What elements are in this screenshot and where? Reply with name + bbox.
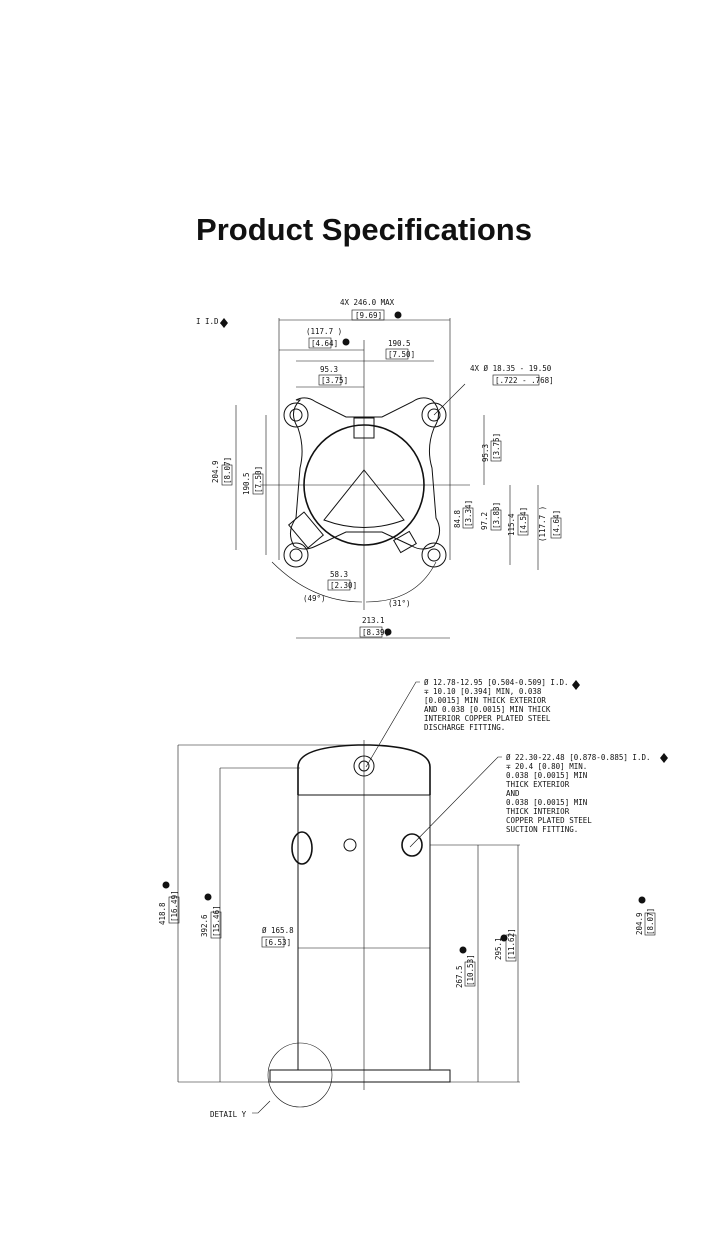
- dim-label: [8.07]: [223, 457, 232, 484]
- dim-label: 190.5: [242, 472, 251, 495]
- diamond-icon: [220, 318, 228, 328]
- dim-label: [3.83]: [492, 502, 501, 529]
- svg-text:INTERIOR COPPER PLATED STEEL: INTERIOR COPPER PLATED STEEL: [424, 714, 551, 723]
- dim-label: 392.6: [200, 914, 209, 937]
- svg-text:DISCHARGE FITTING.: DISCHARGE FITTING.: [424, 723, 505, 732]
- dim-label: [7.50]: [254, 466, 263, 493]
- dim-label: 190.5: [388, 339, 411, 348]
- svg-text:SUCTION FITTING.: SUCTION FITTING.: [506, 825, 578, 834]
- dim-label: [9.69]: [355, 311, 382, 320]
- dim-label: [2.30]: [330, 581, 357, 590]
- diamond-icon: [572, 680, 580, 690]
- diamond-icon: [660, 753, 668, 763]
- dim-label: (31°): [388, 599, 411, 608]
- dim-label: [.722 - .768]: [495, 376, 554, 385]
- detail-label: DETAIL Y: [210, 1110, 247, 1119]
- dim-label: [15.46]: [212, 905, 221, 937]
- svg-text:THICK INTERIOR: THICK INTERIOR: [506, 807, 570, 816]
- dim-label: [10.53]: [466, 954, 475, 986]
- dim-label: 95.3: [320, 365, 338, 374]
- datum-icon: [394, 311, 402, 319]
- dim-label: [4.64]: [311, 339, 338, 348]
- svg-text:∓ 10.10 [0.394] MIN, 0.038: ∓ 10.10 [0.394] MIN, 0.038: [424, 687, 542, 696]
- dim-label: [4.64]: [552, 510, 561, 537]
- svg-text:0.038 [0.0015] MIN: 0.038 [0.0015] MIN: [506, 771, 587, 780]
- dim-label: [3.34]: [464, 500, 473, 527]
- dim-label: [8.07]: [646, 908, 655, 935]
- svg-text:0.038 [0.0015] MIN: 0.038 [0.0015] MIN: [506, 798, 587, 807]
- dim-label: (49°): [303, 594, 326, 603]
- dim-label: [4.54]: [519, 507, 528, 534]
- hole-spec: 4X Ø 18.35 - 19.50: [470, 364, 552, 373]
- svg-text:AND: AND: [506, 789, 520, 798]
- suction-note: Ø 22.30-22.48 [0.878-0.885] I.D. ∓ 20.4 …: [506, 753, 651, 834]
- dim-label: [8.39]: [362, 628, 389, 637]
- dim-label: 97.2: [480, 512, 489, 530]
- dim-label: [16.49]: [170, 890, 179, 922]
- dim-label: 4X 246.0 MAX: [340, 298, 395, 307]
- svg-text:Ø 12.78-12.95 [0.504-0.509] I.: Ø 12.78-12.95 [0.504-0.509] I.D.: [424, 678, 569, 687]
- dim-label: 267.5: [455, 965, 464, 988]
- page-title: Product Specifications: [196, 212, 532, 247]
- dim-label: 418.8: [158, 902, 167, 925]
- id-note: I I.D.: [196, 317, 223, 326]
- dim-label: 115.4: [507, 513, 516, 536]
- dim-label: 295.1: [494, 937, 503, 960]
- dim-label: 204.9: [211, 460, 220, 483]
- dim-label: [7.50]: [388, 350, 415, 359]
- svg-text:[0.0015] MIN THICK EXTERIOR: [0.0015] MIN THICK EXTERIOR: [424, 696, 546, 705]
- svg-text:∓ 20.4 [0.80] MIN.: ∓ 20.4 [0.80] MIN.: [506, 762, 587, 771]
- svg-text:AND 0.038 [0.0015] MIN THICK: AND 0.038 [0.0015] MIN THICK: [424, 705, 551, 714]
- dim-label: 204.9: [635, 912, 644, 935]
- svg-text:THICK EXTERIOR: THICK EXTERIOR: [506, 780, 570, 789]
- dim-label: [3.75]: [492, 433, 501, 460]
- svg-text:Ø 22.30-22.48 [0.878-0.885] I.: Ø 22.30-22.48 [0.878-0.885] I.D.: [506, 753, 651, 762]
- dim-label: 213.1: [362, 616, 385, 625]
- dim-label: [11.62]: [507, 928, 516, 960]
- dim-label: 84.8: [453, 509, 462, 528]
- discharge-note: Ø 12.78-12.95 [0.504-0.509] I.D. ∓ 10.10…: [424, 678, 569, 732]
- svg-text:COPPER PLATED STEEL: COPPER PLATED STEEL: [506, 816, 592, 825]
- dim-label: (117.7 ): [306, 327, 342, 336]
- dim-label: [3.75]: [321, 376, 348, 385]
- dim-label: [6.53]: [264, 938, 291, 947]
- dim-label: 95.3: [481, 444, 490, 462]
- dim-label: 58.3: [330, 570, 348, 579]
- dim-label: (117.7 ): [538, 506, 547, 542]
- dim-label: Ø 165.8: [262, 926, 294, 935]
